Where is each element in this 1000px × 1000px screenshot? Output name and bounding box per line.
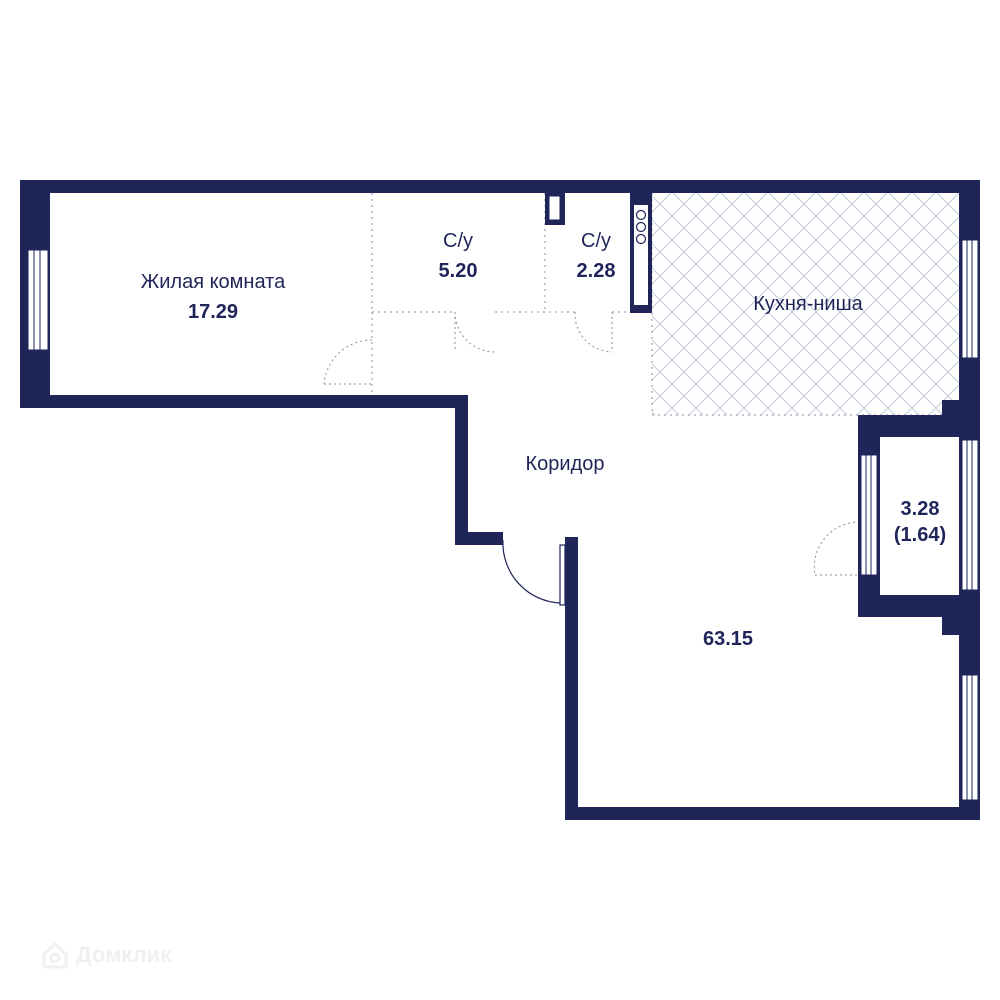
balcony-area: 3.28 bbox=[901, 498, 940, 520]
ventilation-shaft bbox=[548, 195, 648, 305]
entrance-door bbox=[502, 539, 566, 606]
watermark: Домклик bbox=[40, 940, 171, 970]
balcony-area-reduced: (1.64) bbox=[894, 524, 946, 546]
corridor-name: Коридор bbox=[526, 453, 605, 475]
bathroom-1-name: С/у bbox=[443, 230, 473, 252]
house-logo-icon bbox=[42, 941, 68, 969]
kitchen-hatch bbox=[652, 193, 959, 415]
living-room-name: Жилая комната bbox=[141, 271, 286, 293]
bathroom-1-area: 5.20 bbox=[439, 260, 478, 282]
windows bbox=[27, 239, 979, 801]
watermark-text: Домклик bbox=[76, 942, 172, 967]
kitchen-name: Кухня-ниша bbox=[753, 293, 863, 315]
total-area: 63.15 bbox=[703, 628, 753, 650]
bathroom-2-area: 2.28 bbox=[577, 260, 616, 282]
living-room-area: 17.29 bbox=[188, 301, 238, 323]
bathroom-2-name: С/у bbox=[581, 230, 611, 252]
door-swings bbox=[323, 311, 861, 576]
